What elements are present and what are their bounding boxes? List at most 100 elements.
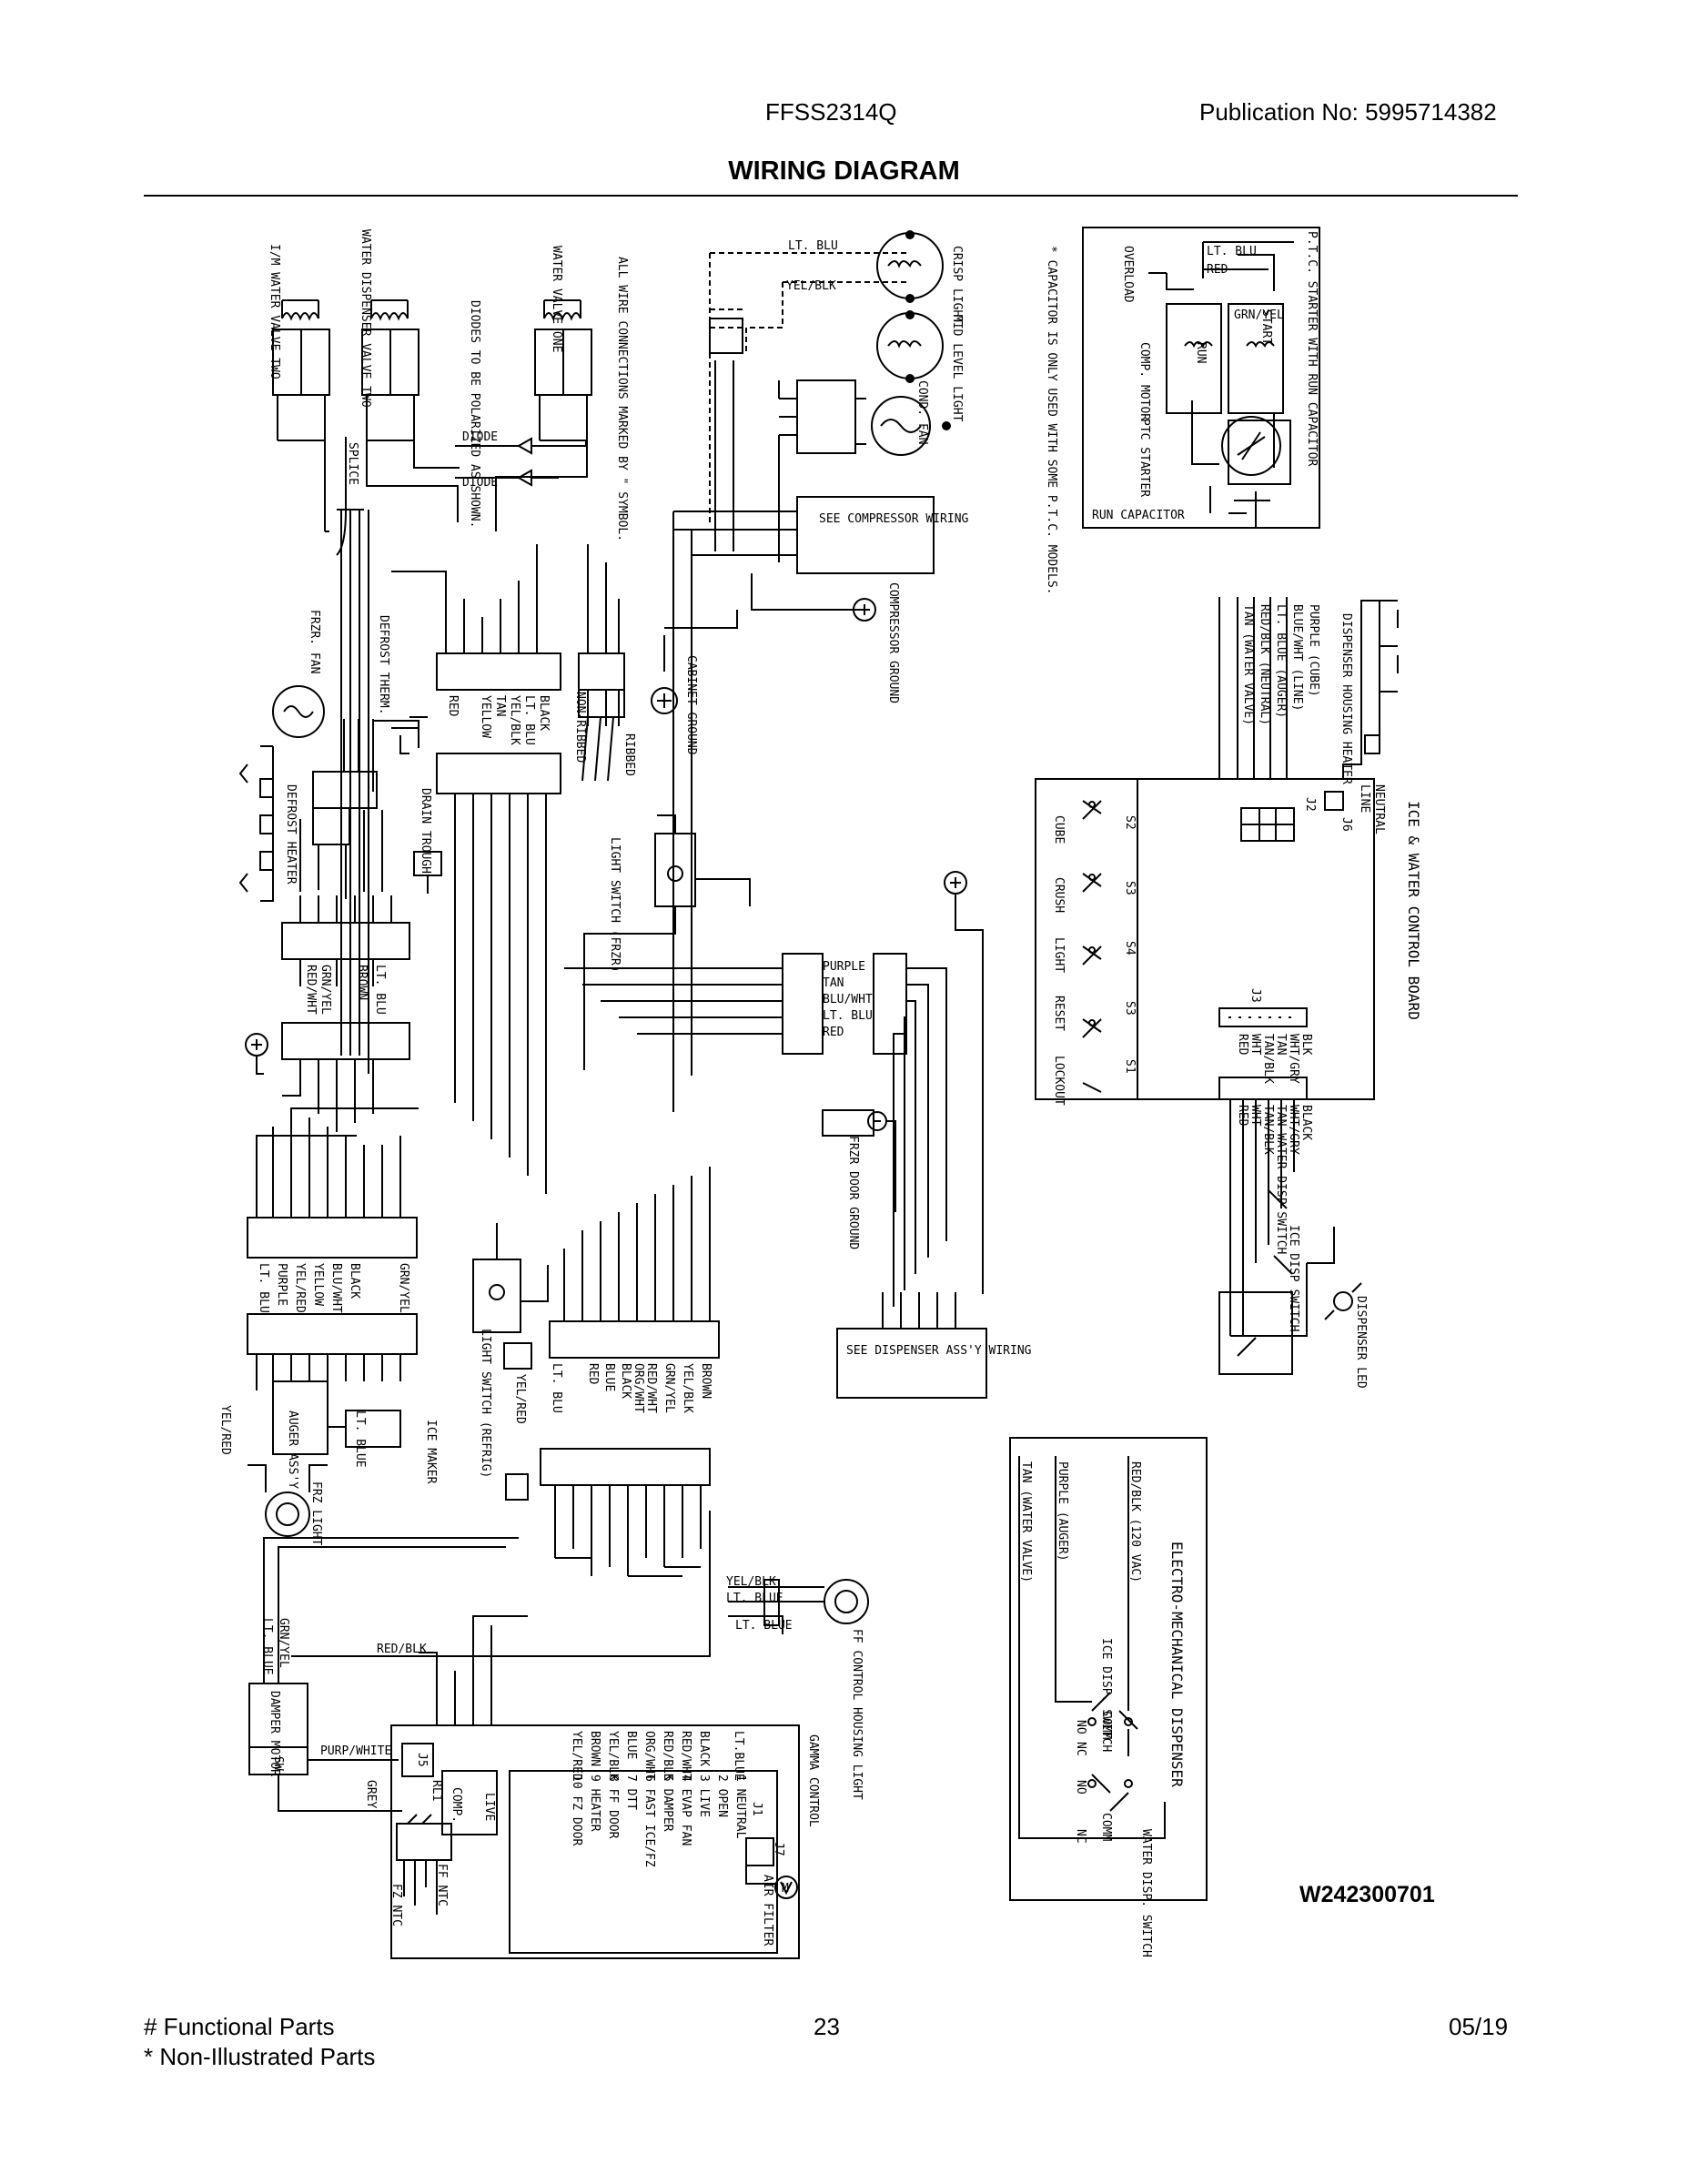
harness-connector-3 — [436, 753, 561, 794]
svg-text:RED: RED — [586, 1363, 600, 1385]
svg-text:BLUE: BLUE — [602, 1363, 616, 1391]
label-ice-disp: ICE DISP. SWITCH — [1099, 1638, 1113, 1752]
label-splice: SPLICE — [346, 442, 359, 485]
svg-text:ORG/WHT: ORG/WHT — [632, 1363, 645, 1413]
label-non-ribbed: NON-RIBBED — [573, 692, 587, 763]
board-wire-labels: PURPLE (CUBE) BLUE/WHT (LINE) LT. BLUE (… — [1241, 604, 1320, 725]
svg-text:PURPLE (CUBE): PURPLE (CUBE) — [1307, 604, 1320, 697]
svg-text:YEL/BLK: YEL/BLK — [681, 1363, 694, 1413]
svg-text:RED/BLK (NEUTRAL): RED/BLK (NEUTRAL) — [1258, 604, 1271, 725]
svg-text:9 HEATER: 9 HEATER — [588, 1774, 601, 1832]
water-valve-one — [534, 299, 592, 396]
svg-text:LT. BLU: LT. BLU — [373, 965, 387, 1015]
dispenser-wiring-box — [836, 1328, 987, 1399]
svg-text:LT.BLUE: LT.BLUE — [732, 1731, 745, 1781]
harness-connector-2 — [281, 922, 410, 960]
svg-text:YELLOW: YELLOW — [311, 1263, 325, 1306]
label-grn-yel-ptc: GRN/YEL — [1234, 308, 1284, 322]
harness-connector-4 — [782, 953, 824, 1055]
label-j5: J5 — [415, 1753, 429, 1767]
label-red-ptc: RED — [1207, 263, 1228, 277]
harness-connector-8 — [549, 1320, 720, 1359]
board-switches — [1082, 800, 1102, 1093]
label-lt-blue-auger: LT. BLUE — [353, 1410, 367, 1468]
label-fz-ntc: FZ NTC — [389, 1884, 403, 1926]
label-capacitor-note: * CAPACITOR IS ONLY USED WITH SOME P.T.C… — [1045, 246, 1058, 595]
svg-text:PURPLE: PURPLE — [275, 1263, 288, 1306]
ice-water-control-board — [1035, 778, 1375, 1100]
page-number: 23 — [814, 2013, 840, 2040]
label-cond-fan: COND. FAN — [915, 380, 929, 444]
svg-text:BLACK: BLACK — [1299, 1105, 1313, 1140]
ribbed-connector — [578, 652, 625, 691]
label-mid-level-light: MID LEVEL LIGHT — [950, 315, 964, 422]
label-j2: J2 — [1303, 797, 1317, 812]
label-j7: J7 — [772, 1842, 785, 1856]
j6-connector — [1324, 791, 1344, 811]
gamma-harness-connector — [540, 1448, 711, 1486]
label-defrost-heater: DEFROST HEATER — [284, 784, 298, 885]
label-crisp-light: CRISP LIGHT — [950, 246, 964, 324]
svg-text:S3: S3 — [1123, 881, 1137, 895]
svg-text:GRN/YEL: GRN/YEL — [397, 1263, 410, 1313]
svg-text:BLUE/WHT (LINE): BLUE/WHT (LINE) — [1290, 604, 1304, 711]
svg-text:RED: RED — [1236, 1034, 1249, 1056]
svg-text:4 EVAP FAN: 4 EVAP FAN — [679, 1774, 692, 1845]
label-lt-blue-damper: LT. BLUE — [260, 1618, 274, 1675]
label-ice-disp-switch: ICE DISP SWITCH — [1287, 1225, 1300, 1331]
page-title: WIRING DIAGRAM — [728, 157, 960, 186]
svg-text:GRN/YEL: GRN/YEL — [662, 1363, 676, 1413]
label-run: RUN — [1194, 342, 1208, 363]
svg-text:TAN: TAN — [1274, 1034, 1288, 1055]
harness-4-labels: LT. BLU PURPLE YEL/RED YELLOW BLU/WHT BL… — [257, 1263, 410, 1313]
label-dispenser-led: DISPENSER LED — [1354, 1296, 1368, 1389]
model-number: FFSS2314Q — [765, 98, 897, 126]
label-diode-2: DIODE — [462, 476, 498, 490]
gamma-wire-labels: LT.BLUE BLACK RED/WHT RED/BLK ORG/WHT BL… — [570, 1731, 745, 1781]
label-yel-blk-top: YEL/BLK — [786, 279, 836, 293]
svg-text:TAN WATER DISP SWITCH: TAN WATER DISP SWITCH — [1274, 1105, 1288, 1254]
label-see-compressor: SEE COMPRESSOR WIRING — [819, 512, 969, 526]
svg-text:S2: S2 — [1123, 815, 1137, 830]
gamma-pin-labels: 1 NEUTRAL 2 OPEN 3 LIVE 4 EVAP FAN 5 DAM… — [570, 1774, 747, 1867]
label-sw: SW — [271, 1756, 285, 1771]
label-start: START — [1259, 309, 1273, 345]
label-ribbed: RIBBED — [622, 733, 636, 776]
label-frzr-fan: FRZR. FAN — [308, 610, 321, 673]
label-diode-1: DIODE — [462, 430, 498, 444]
harness-connector-9 — [247, 1313, 418, 1355]
harness-connector-7 — [247, 1217, 418, 1259]
label-ptc-title: P.T.C. STARTER WITH RUN CAPACITOR — [1305, 231, 1319, 466]
label-lt-blue-ff-2: LT. BLUE — [735, 1619, 793, 1633]
label-drain-trough: DRAIN TROUGH — [419, 788, 432, 874]
footer-functional-parts: # Functional Parts — [144, 2013, 335, 2040]
label-damper-motor: DAMPER MOTOR — [268, 1691, 281, 1776]
svg-text:BROWN: BROWN — [355, 965, 369, 1000]
svg-text:CUBE: CUBE — [1052, 815, 1066, 844]
svg-text:LT. BLU: LT. BLU — [550, 1363, 563, 1413]
ice-maker — [345, 1410, 401, 1448]
svg-text:TAN (WATER VALVE): TAN (WATER VALVE) — [1241, 604, 1255, 725]
svg-text:LOCKOUT: LOCKOUT — [1052, 1056, 1066, 1106]
svg-text:S1: S1 — [1123, 1059, 1137, 1074]
svg-text:RED/BLK: RED/BLK — [661, 1731, 674, 1781]
svg-text:LT. BLU: LT. BLU — [522, 695, 536, 745]
svg-text:8 FF DOOR: 8 FF DOOR — [606, 1774, 620, 1839]
svg-text:7 DTT: 7 DTT — [624, 1774, 638, 1810]
svg-text:RED/WHT: RED/WHT — [304, 965, 318, 1015]
svg-text:BLACK: BLACK — [348, 1263, 361, 1299]
svg-text:LT. BLUE (AUGER): LT. BLUE (AUGER) — [1274, 604, 1288, 718]
label-yel-red-1: YEL/RED — [513, 1374, 527, 1424]
svg-text:RESET: RESET — [1052, 996, 1066, 1031]
label-comm-1: COMM — [1099, 1711, 1113, 1739]
footer-non-illustrated-parts: * Non-Illustrated Parts — [144, 2043, 376, 2070]
svg-text:S3: S3 — [1123, 1001, 1137, 1016]
crisp-light — [876, 230, 944, 303]
svg-text:ORG/WHT: ORG/WHT — [642, 1731, 656, 1781]
harness-connector-6 — [281, 1022, 410, 1060]
label-gamma-control: GAMMA CONTROL — [806, 1734, 820, 1827]
label-light-switch-frzr: LIGHT SWITCH (FRZR) — [608, 837, 622, 973]
svg-text:WHT/GRY: WHT/GRY — [1287, 1105, 1300, 1155]
label-overload: OVERLOAD — [1121, 246, 1135, 303]
